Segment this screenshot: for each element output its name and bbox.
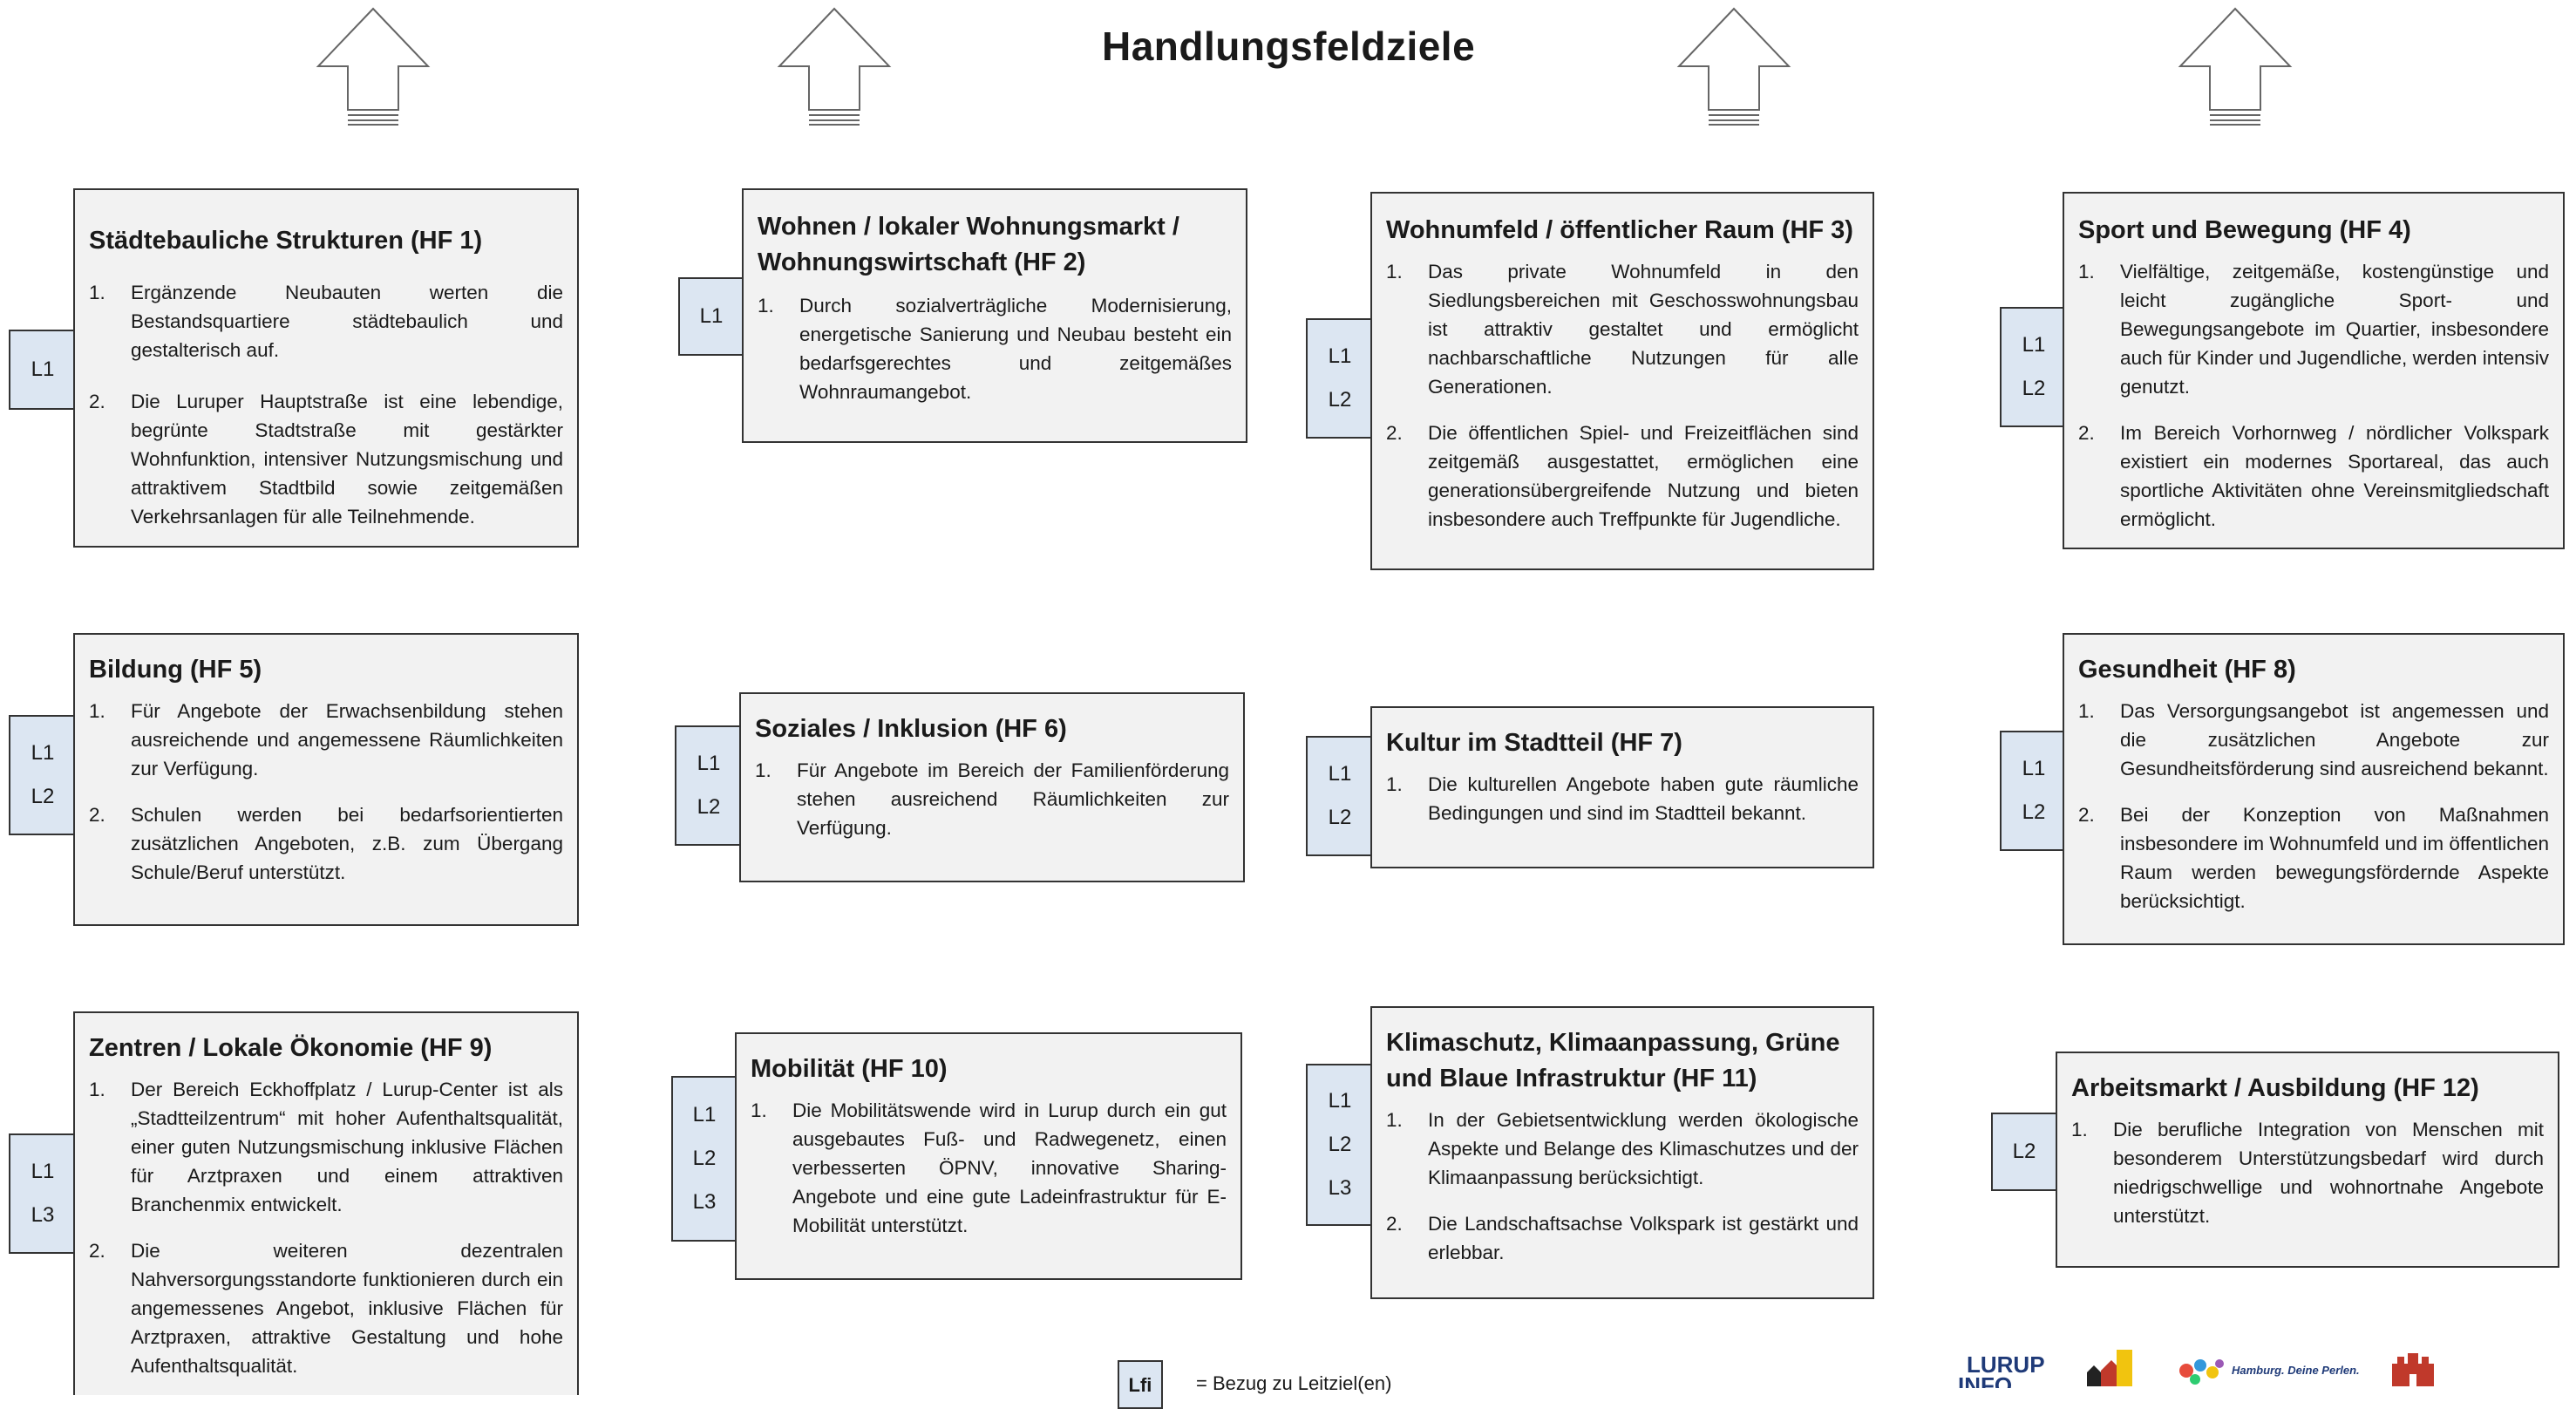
field-title: Kultur im Stadtteil (HF 7) — [1386, 729, 1682, 757]
field-title: Gesundheit (HF 8) — [2078, 656, 2296, 684]
tag-label: L2 — [31, 785, 55, 808]
tag-label: L1 — [31, 741, 55, 765]
goal-item: 1.Vielfältige, zeitgemäße, kostengünstig… — [2078, 261, 2549, 398]
svg-text:LURUP: LURUP — [1967, 1353, 2045, 1378]
tag-label: L3 — [31, 1203, 55, 1227]
tag-label: L1 — [1328, 762, 1352, 786]
goal-item: 2.Die öffentlichen Spiel- und Freizeitfl… — [1386, 422, 1859, 530]
goal-item: 2.Die Luruper Hauptstraße ist eine leben… — [89, 391, 563, 528]
arrow-up-icon — [777, 7, 892, 126]
field-box-hf6: Soziales / Inklusion (HF 6) 1.Für Angebo… — [739, 692, 1245, 882]
tag-label: L3 — [1328, 1176, 1352, 1200]
tag-label: L2 — [2022, 377, 2046, 400]
tag-label: L1 — [31, 1160, 55, 1183]
field-title: Bildung (HF 5) — [89, 656, 262, 684]
tag-label: L2 — [697, 795, 721, 819]
goal-item: 2.Die Landschaftsachse Volkspark ist ges… — [1386, 1213, 1859, 1263]
field-box-hf8: Gesundheit (HF 8) 1.Das Versorgungsangeb… — [2063, 633, 2565, 945]
field-title: Sport und Bewegung (HF 4) — [2078, 216, 2411, 244]
goal-item: 1.Das Versorgungsangebot ist angemessen … — [2078, 700, 2549, 779]
leitziel-tag: L1 L3 — [9, 1133, 77, 1254]
goal-item: 1.Die berufliche Integration von Mensche… — [2071, 1119, 2544, 1227]
field-title: Wohnen / lokaler Wohnungsmarkt / Wohnung… — [758, 213, 1179, 276]
goal-item: 1.Für Angebote im Bereich der Familienfö… — [755, 759, 1229, 839]
leitziel-tag: L1 — [9, 330, 77, 410]
arrow-up-icon — [316, 7, 431, 126]
tag-label: L1 — [692, 1103, 717, 1127]
svg-text:INFO: INFO — [1958, 1372, 2012, 1388]
field-box-hf11: Klimaschutz, Klimaanpassung, Grüne und B… — [1370, 1006, 1874, 1299]
leitziel-tag: L1 L2 — [9, 715, 77, 835]
leitziel-tag: L1 L2 — [1306, 736, 1374, 856]
field-box-hf10: Mobilität (HF 10) 1.Die Mobilitätswende … — [735, 1032, 1242, 1280]
arrow-up-icon — [2178, 7, 2293, 126]
leitziel-tag: L1 L2 L3 — [671, 1076, 737, 1242]
goal-item: 1.Die Mobilitätswende wird in Lurup durc… — [751, 1099, 1227, 1236]
leitziel-tag: L1 L2 — [2000, 731, 2068, 851]
field-box-hf3: Wohnumfeld / öffentlicher Raum (HF 3) 1.… — [1370, 192, 1874, 570]
tag-label: L3 — [692, 1190, 717, 1214]
svg-text:Hamburg. Deine Perlen.: Hamburg. Deine Perlen. — [2232, 1364, 2360, 1377]
page-title: Handlungsfeldziele — [1102, 24, 1476, 69]
tag-label: L2 — [1328, 388, 1352, 412]
tag-label: L1 — [2022, 333, 2046, 357]
goal-item: 1.Für Angebote der Erwachsenbildung steh… — [89, 700, 563, 779]
tag-label: L1 — [699, 304, 724, 328]
goal-item: 1.In der Gebietsentwicklung werden ökolo… — [1386, 1109, 1859, 1188]
tag-label: L2 — [2022, 800, 2046, 824]
goal-item: 1.Der Bereich Eckhoffplatz / Lurup-Cente… — [89, 1079, 563, 1215]
field-title: Klimaschutz, Klimaanpassung, Grüne und B… — [1386, 1029, 1840, 1092]
lurup-logo: LURUP INFO — [1958, 1351, 2056, 1399]
field-box-hf1: Städtebauliche Strukturen (HF 1) 1.Ergän… — [73, 188, 579, 548]
tag-label: L1 — [31, 357, 55, 381]
field-title: Zentren / Lokale Ökonomie (HF 9) — [89, 1034, 493, 1062]
hamburg-coat-of-arms-logo — [2387, 1350, 2439, 1386]
legend-tag: Lfi — [1118, 1360, 1163, 1409]
field-box-hf4: Sport und Bewegung (HF 4) 1.Vielfältige,… — [2063, 192, 2565, 549]
field-title: Arbeitsmarkt / Ausbildung (HF 12) — [2071, 1074, 2479, 1102]
tag-label: L2 — [1328, 806, 1352, 829]
field-title: Soziales / Inklusion (HF 6) — [755, 715, 1067, 743]
goal-item: 2.Die weiteren dezentralen Nahversorgung… — [89, 1240, 563, 1377]
tag-label: L2 — [2012, 1140, 2036, 1163]
goal-item: 1.Das private Wohnumfeld in den Siedlung… — [1386, 261, 1859, 398]
tag-label: L1 — [2022, 757, 2046, 780]
goal-item: 1.Ergänzende Neubauten werten die Bestan… — [89, 282, 563, 361]
goal-item: 2.Im Bereich Vorhornweg / nördlicher Vol… — [2078, 422, 2549, 530]
legend-text: = Bezug zu Leitziel(en) — [1196, 1372, 1392, 1394]
field-box-hf5: Bildung (HF 5) 1.Für Angebote der Erwach… — [73, 633, 579, 926]
staedtebau-logo — [2082, 1346, 2138, 1386]
tag-label: L1 — [1328, 344, 1352, 368]
leitziel-tag: L1 L2 — [1306, 318, 1374, 439]
hamburg-perlen-logo: Hamburg. Deine Perlen. — [2174, 1353, 2366, 1386]
leitziel-tag: L1 L2 — [2000, 307, 2068, 427]
arrow-up-icon — [1676, 7, 1791, 126]
goal-item: 2.Schulen werden bei bedarfsorientierten… — [89, 804, 563, 883]
tag-label: L2 — [1328, 1133, 1352, 1156]
field-title: Städtebauliche Strukturen (HF 1) — [89, 227, 483, 255]
leitziel-tag: L2 — [1991, 1113, 2057, 1191]
field-title: Wohnumfeld / öffentlicher Raum (HF 3) — [1386, 216, 1853, 244]
field-box-hf9: Zentren / Lokale Ökonomie (HF 9) 1.Der B… — [73, 1011, 579, 1395]
leitziel-tag: L1 L2 — [675, 725, 743, 846]
leitziel-tag: L1 — [678, 277, 744, 356]
goal-item: 2.Bei der Konzeption von Maßnahmen insbe… — [2078, 804, 2549, 912]
field-box-hf7: Kultur im Stadtteil (HF 7) 1.Die kulture… — [1370, 706, 1874, 868]
tag-label: L1 — [1328, 1089, 1352, 1113]
goal-item: 1.Durch sozialverträgliche Modernisierun… — [758, 295, 1232, 403]
field-box-hf2: Wohnen / lokaler Wohnungsmarkt / Wohnung… — [742, 188, 1247, 443]
field-box-hf12: Arbeitsmarkt / Ausbildung (HF 12) 1.Die … — [2056, 1052, 2559, 1268]
tag-label: L2 — [692, 1147, 717, 1170]
goal-item: 1.Die kulturellen Angebote haben gute rä… — [1386, 773, 1859, 824]
leitziel-tag: L1 L2 L3 — [1306, 1064, 1374, 1226]
tag-label: L1 — [697, 752, 721, 775]
field-title: Mobilität (HF 10) — [751, 1055, 948, 1083]
